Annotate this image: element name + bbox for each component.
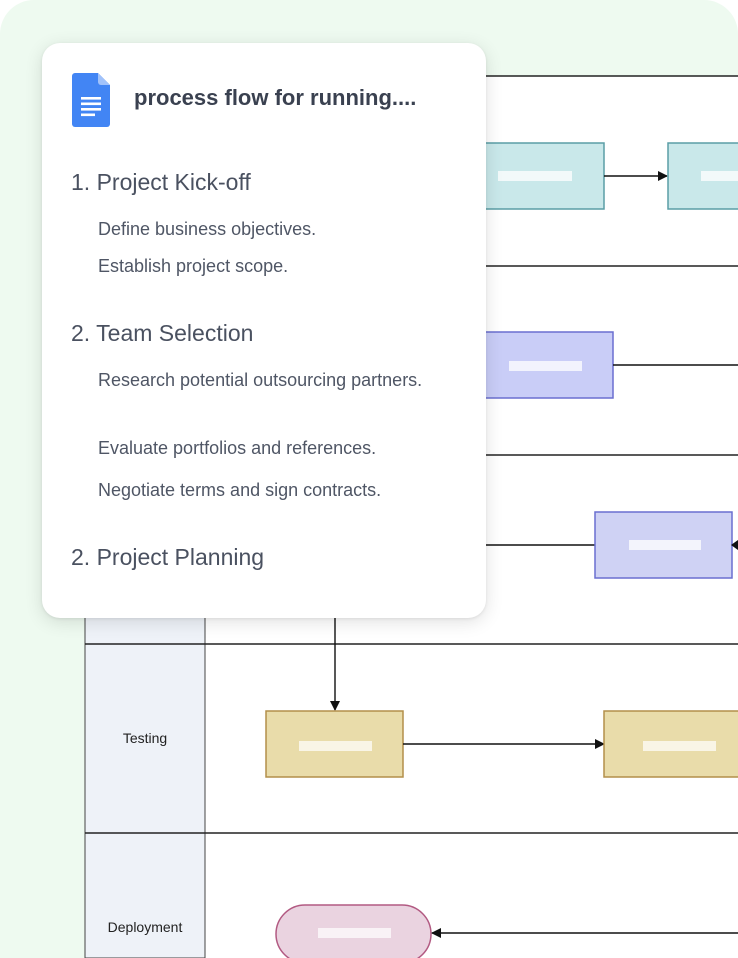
list-item: Negotiate terms and sign contracts. bbox=[98, 480, 382, 500]
section-heading: 2. Team Selection bbox=[71, 320, 254, 346]
document-preview-card[interactable]: process flow for running.... 1. Project … bbox=[42, 43, 486, 618]
incoming-arrowhead bbox=[731, 540, 738, 550]
google-docs-icon bbox=[72, 73, 110, 127]
process-node-gold-1[interactable] bbox=[265, 710, 404, 778]
process-node-teal-1[interactable] bbox=[466, 142, 605, 210]
process-node-blue-1[interactable] bbox=[475, 331, 614, 399]
section-heading: 2. Project Planning bbox=[71, 544, 265, 570]
lane-label-deployment: Deployment bbox=[107, 919, 183, 935]
list-item: Research potential outsourcing partners. bbox=[98, 370, 423, 390]
process-node-violet-1[interactable] bbox=[594, 511, 733, 579]
list-item: Establish project scope. bbox=[98, 256, 289, 276]
terminal-node-pink[interactable] bbox=[275, 904, 432, 958]
process-node-teal-2[interactable] bbox=[667, 142, 738, 210]
list-item: Evaluate portfolios and references. bbox=[98, 438, 377, 458]
lane-label-testing: Testing bbox=[122, 730, 168, 746]
process-node-gold-2[interactable] bbox=[603, 710, 738, 778]
section-heading: 1. Project Kick-off bbox=[71, 169, 251, 195]
list-item: Define business objectives. bbox=[98, 219, 317, 239]
document-title: process flow for running.... bbox=[134, 85, 417, 110]
